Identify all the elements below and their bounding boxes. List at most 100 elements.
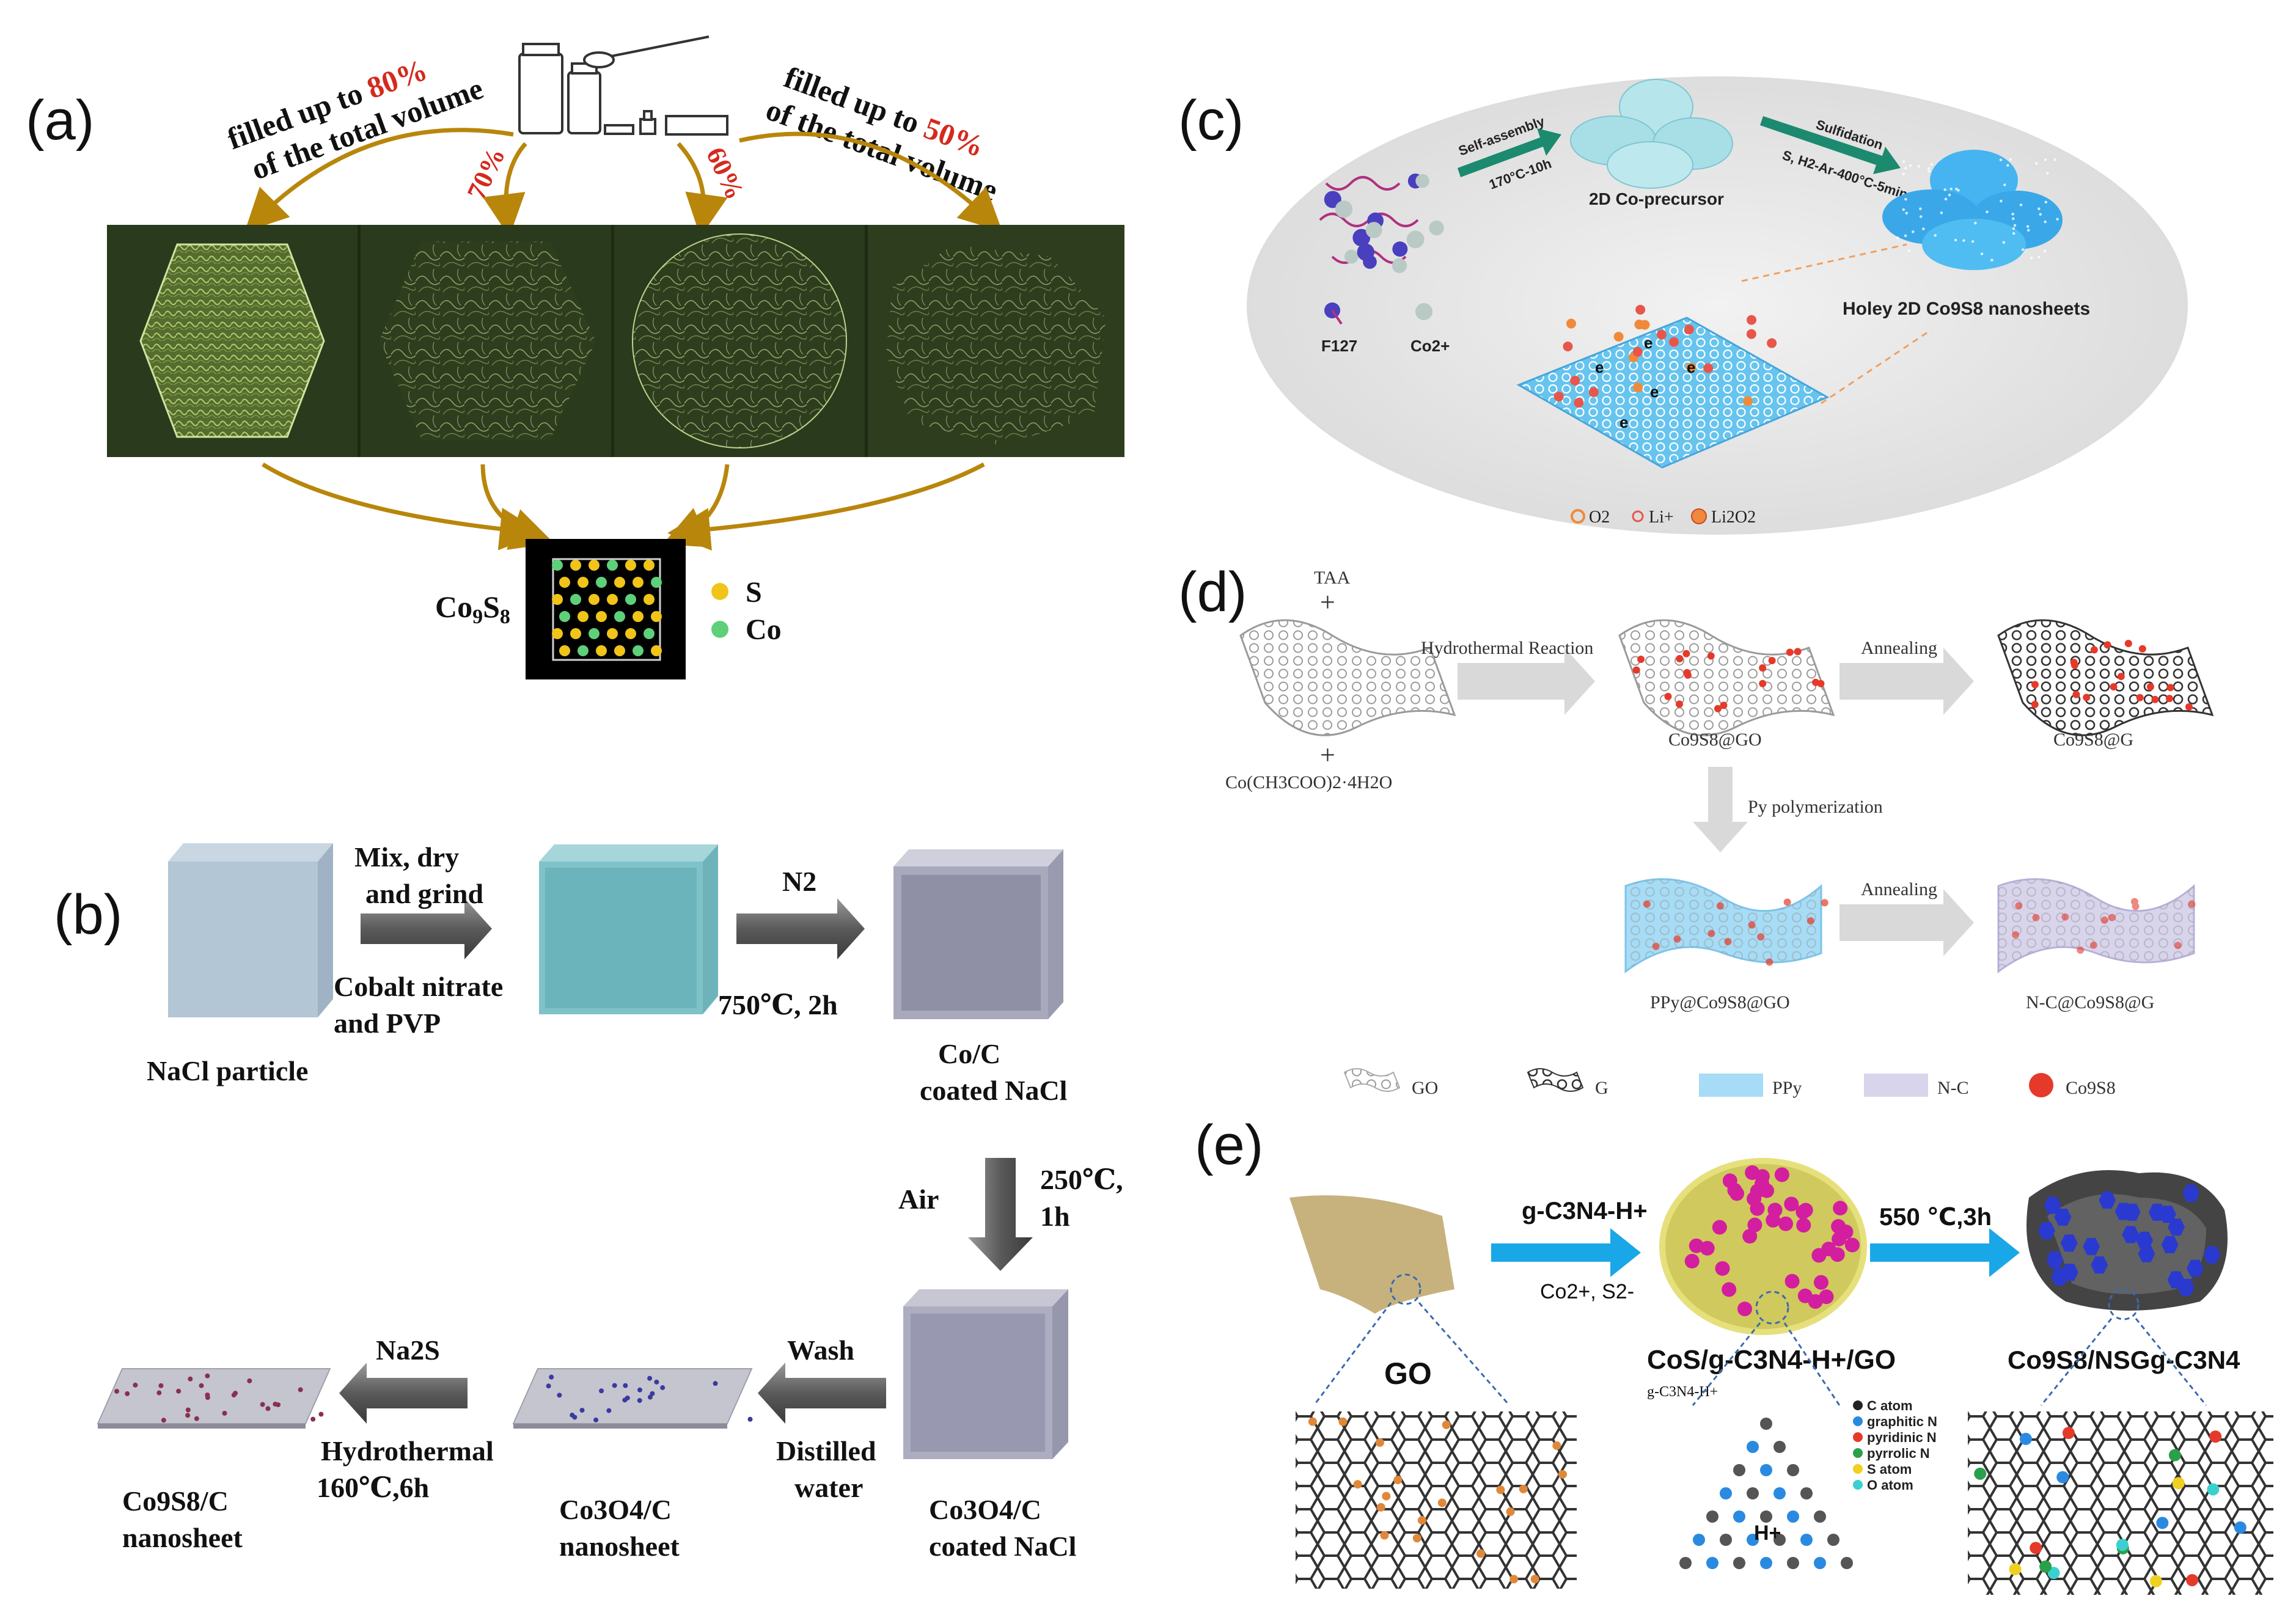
hole: [1927, 167, 1931, 170]
co9s8-particle: [1714, 705, 1722, 712]
cos-particle: [1750, 1201, 1765, 1216]
oxygen-group: [1338, 1417, 1348, 1426]
nc-label: N-C@Co9S8@G: [2026, 992, 2154, 1012]
cluster-ball: [1357, 243, 1374, 261]
co9s8-label: Co9S8: [435, 590, 510, 628]
atom-legend-dot: [1853, 1416, 1863, 1426]
co9s8-particle: [1766, 958, 1773, 966]
li-particle: [1746, 329, 1756, 339]
panel-e: (e) GO g-C3N4-H+ Co2+, S2- CoS/g-C3N4-H+…: [1195, 1114, 2273, 1595]
dopant-atom: [2062, 1427, 2075, 1440]
hole: [1955, 188, 1958, 191]
oxygen-group: [1558, 1470, 1567, 1479]
hole: [1919, 215, 1923, 218]
co9s8-particle: [2130, 898, 2138, 906]
hole: [1907, 249, 1910, 252]
step5-na2s: Na2S: [376, 1334, 440, 1366]
hole: [2037, 207, 2041, 210]
arrow2-top: 550 ℃,3h: [1879, 1204, 1992, 1231]
step3-air: Air: [898, 1184, 939, 1215]
cos-particle: [1759, 1183, 1775, 1198]
co9s8-dot: [273, 1402, 278, 1407]
gcn-atom: [1773, 1534, 1786, 1546]
hole: [1949, 187, 1953, 191]
panel-c-label: (c): [1178, 89, 1244, 152]
co9s8-particle: [1821, 899, 1828, 907]
cos-particle: [1819, 1289, 1834, 1305]
co3o4-dot: [654, 1379, 659, 1385]
li-particle: [1635, 304, 1646, 315]
s-atom-legend-dot: [711, 583, 728, 600]
arrow-air: [968, 1158, 1033, 1271]
hexagonal-particle: [139, 243, 325, 438]
hole: [1927, 170, 1931, 173]
co9s8-particle: [1724, 937, 1732, 945]
co3o4-coated-cube: [903, 1289, 1068, 1459]
cluster-ball: [1406, 230, 1425, 249]
gcn-atom: [1800, 1487, 1813, 1499]
co9s8-hex-particle: [2148, 1204, 2166, 1221]
hole: [1930, 163, 1934, 166]
li-particle: [1684, 324, 1694, 335]
oxygen-group: [1437, 1498, 1447, 1507]
cos-particle: [1729, 1186, 1745, 1201]
annealing-label-1: Annealing: [1861, 638, 1937, 658]
hole: [1990, 258, 1993, 262]
oxygen-group: [1496, 1485, 1505, 1495]
hole: [2002, 241, 2006, 244]
co9s8-particle: [2090, 646, 2098, 654]
gcn-atom: [1733, 1557, 1745, 1569]
co3o4-dot: [637, 1387, 642, 1393]
cos-particle: [1833, 1201, 1848, 1216]
oxygen-group: [1412, 1534, 1421, 1543]
co9s8-dot: [205, 1373, 210, 1378]
gcn-atom: [1760, 1557, 1772, 1569]
cos-particle: [1689, 1238, 1704, 1253]
co9s8-dot: [158, 1383, 164, 1388]
go-tan-sheet: [1289, 1195, 1454, 1314]
py-label: Py polymerization: [1748, 797, 1883, 817]
crystal-atom: [614, 577, 625, 588]
gcn-atom: [1800, 1534, 1813, 1546]
gcn-atom: [1720, 1534, 1732, 1546]
h-plus-label: H+: [1754, 1521, 1781, 1545]
co9s8-particle: [1637, 655, 1645, 663]
arrow-gcn: [1491, 1228, 1641, 1277]
li-particle: [1640, 320, 1650, 330]
co9s8-particle: [2100, 916, 2108, 924]
arrow1-top: g-C3N4-H+: [1522, 1198, 1648, 1224]
hole: [2037, 255, 2041, 259]
left-fill-note: filled up to 80% of the total volume: [223, 52, 488, 186]
co3o4-dot: [546, 1383, 551, 1389]
co9s8-dot: [185, 1407, 191, 1413]
hole: [2046, 172, 2049, 175]
legend-co9s8-dot: [2029, 1073, 2053, 1097]
nsg-label: Co9S8/NSGg-C3N4: [2008, 1345, 2240, 1374]
co9s8-particle: [2077, 946, 2085, 954]
oxygen-group: [1530, 1575, 1539, 1584]
crystal-atom: [651, 611, 662, 622]
li-particle: [1703, 363, 1714, 373]
holey-label: Holey 2D Co9S8 nanosheets: [1843, 299, 2090, 319]
gcn-atom: [1787, 1510, 1799, 1523]
co9s8-nsg-structure: [2026, 1170, 2228, 1311]
co9s8-dot: [125, 1391, 130, 1396]
crystal-atom: [644, 560, 655, 571]
hole: [2026, 225, 2030, 228]
co3o4-coated-label-1: Co3O4/C: [929, 1494, 1041, 1525]
co9s8-go-label: Co9S8@GO: [1668, 730, 1762, 750]
co9s8-hex-particle: [2182, 1184, 2200, 1202]
cos-particle: [1784, 1273, 1800, 1289]
hole: [2012, 227, 2015, 230]
gcn-atom: [1706, 1510, 1718, 1523]
co9s8-sheet-lattice: [1516, 317, 1830, 469]
co3o4-dot: [622, 1397, 628, 1403]
gcn-atom: [1814, 1557, 1826, 1569]
atom-legend-label: pyridinic N: [1867, 1430, 1937, 1445]
co9s8-dot: [298, 1387, 303, 1393]
co9s8-hex-particle: [2138, 1245, 2155, 1262]
co9s8-particle: [2031, 681, 2039, 689]
cos-particle: [1778, 1216, 1794, 1231]
